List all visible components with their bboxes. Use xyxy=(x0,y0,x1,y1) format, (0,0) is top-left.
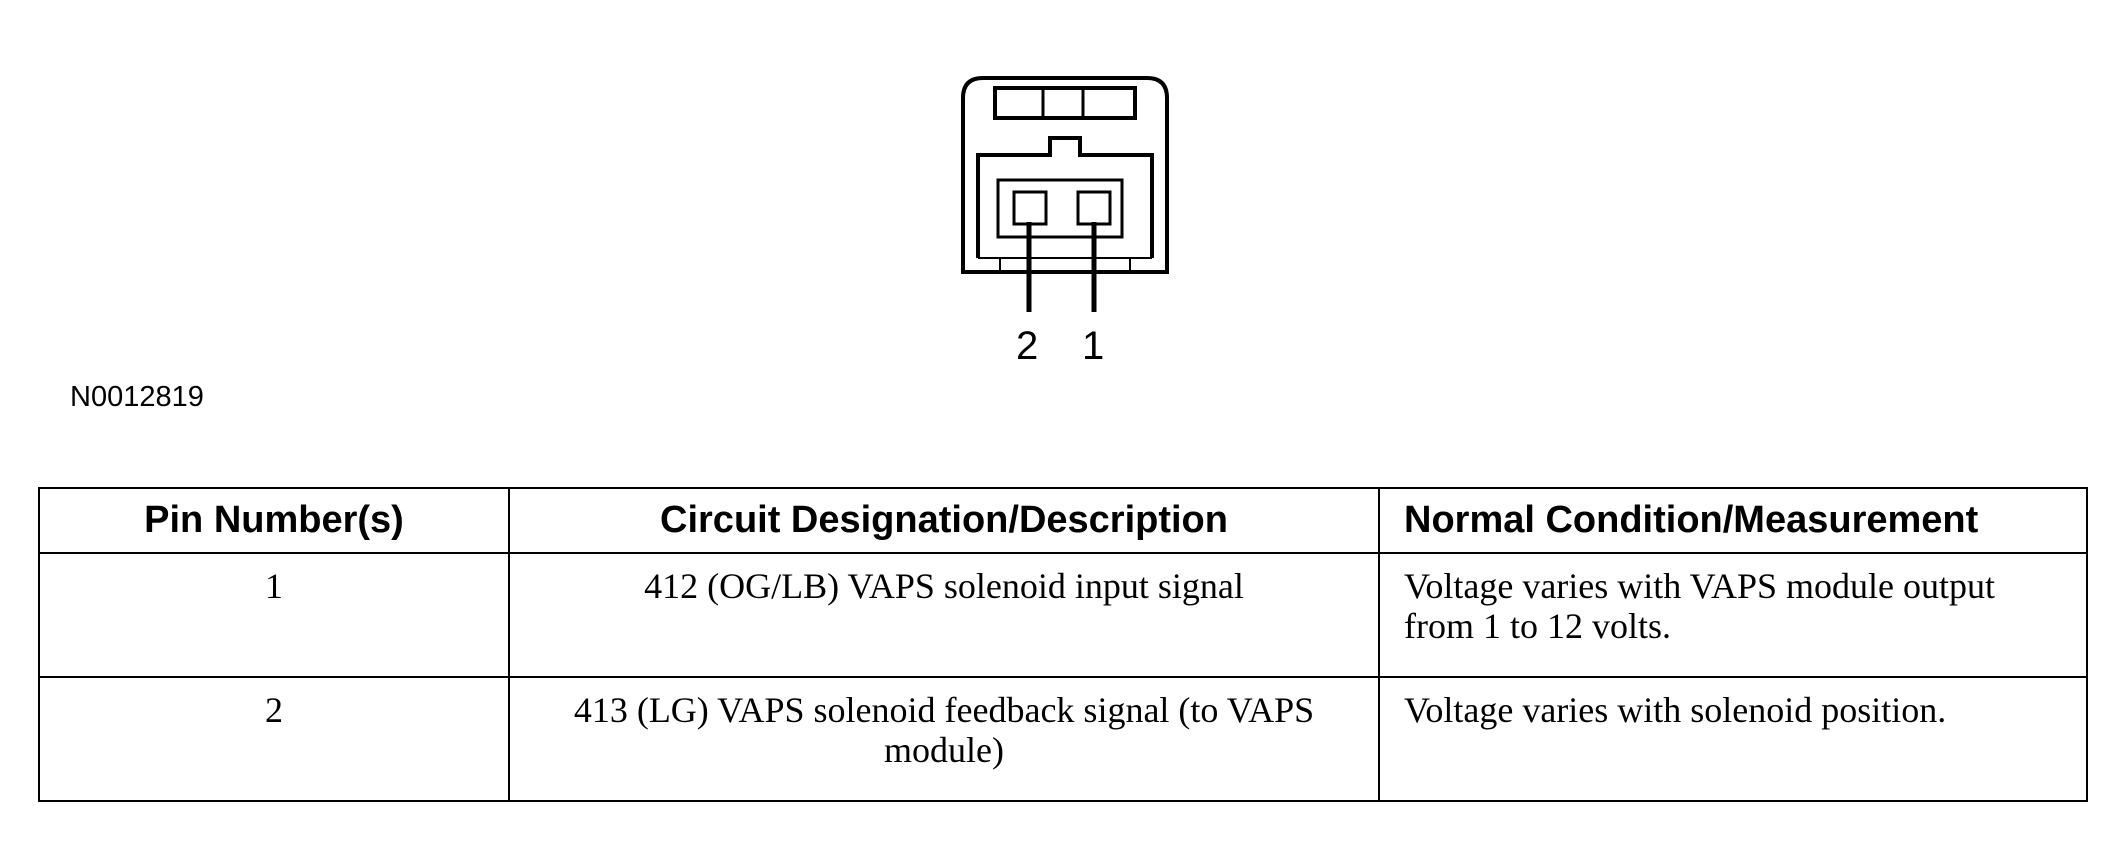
connector-cavity xyxy=(976,136,1154,258)
terminal-pin-1 xyxy=(1076,190,1112,226)
cell-normal-condition: Voltage varies with solenoid position. xyxy=(1378,676,2088,802)
table-row: 1 412 (OG/LB) VAPS solenoid input signal… xyxy=(38,552,2088,678)
terminal-block xyxy=(996,178,1124,239)
cell-normal-condition: Voltage varies with VAPS module output f… xyxy=(1378,552,2088,678)
connector-housing xyxy=(961,76,1169,274)
header-pin-number: Pin Number(s) xyxy=(38,487,510,554)
cell-circuit-description: 412 (OG/LB) VAPS solenoid input signal xyxy=(508,552,1380,678)
header-circuit-description: Circuit Designation/Description xyxy=(508,487,1380,554)
table-row: 2 413 (LG) VAPS solenoid feedback signal… xyxy=(38,676,2088,802)
cell-pin-number: 1 xyxy=(38,552,510,678)
pin-label-1: 1 xyxy=(1082,324,1105,368)
cell-circuit-description: 413 (LG) VAPS solenoid feedback signal (… xyxy=(508,676,1380,802)
pin-label-2: 2 xyxy=(1016,324,1039,368)
terminal-pin-2 xyxy=(1012,190,1048,226)
table-header-row: Pin Number(s) Circuit Designation/Descri… xyxy=(38,487,2088,554)
figure-id: N0012819 xyxy=(70,381,204,413)
header-normal-condition: Normal Condition/Measurement xyxy=(1378,487,2088,554)
pinout-table: Pin Number(s) Circuit Designation/Descri… xyxy=(38,487,2088,802)
connector-latch xyxy=(993,86,1137,120)
cell-pin-number: 2 xyxy=(38,676,510,802)
connector-diagram xyxy=(961,76,1169,312)
